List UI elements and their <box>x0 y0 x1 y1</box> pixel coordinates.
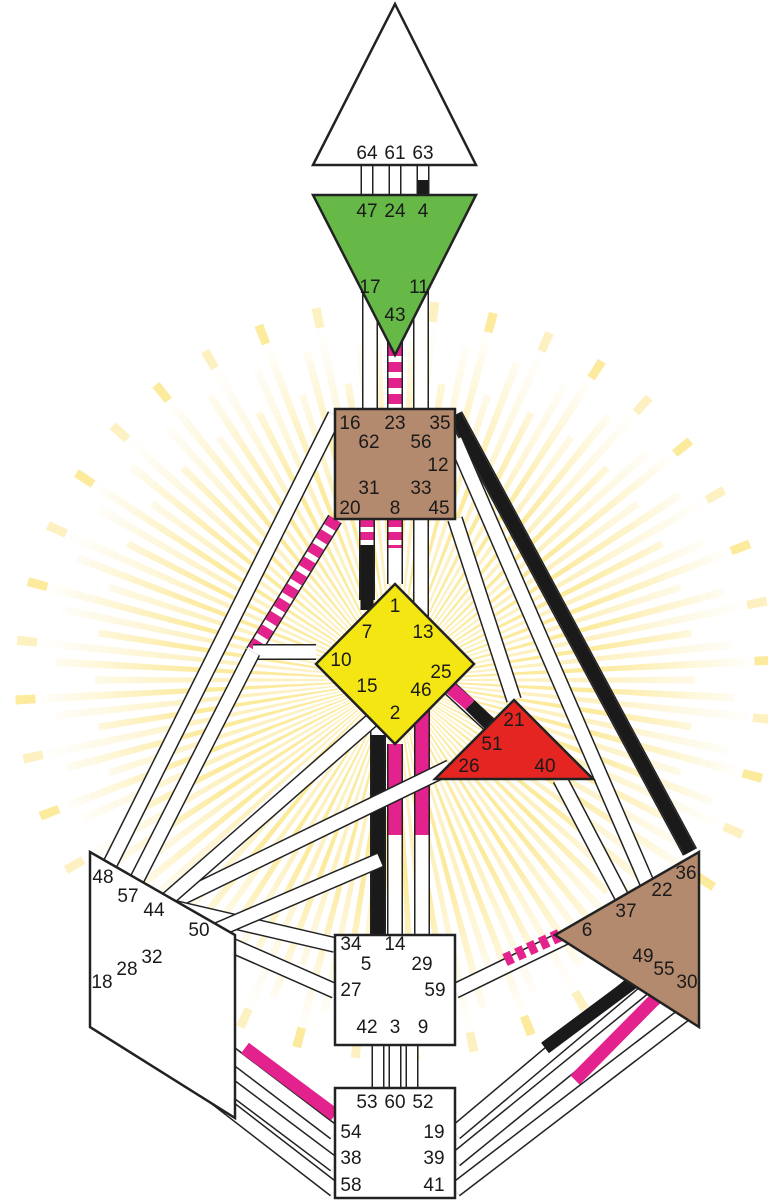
gate-label: 49 <box>632 946 653 967</box>
gate-label: 39 <box>423 1148 444 1169</box>
gate-label: 22 <box>651 880 672 901</box>
gate-label: 56 <box>410 432 431 453</box>
gate-label: 31 <box>358 478 379 499</box>
gate-label: 58 <box>340 1175 361 1196</box>
gate-label: 61 <box>384 143 405 164</box>
gate-label: 7 <box>362 622 373 643</box>
gate-label: 64 <box>356 143 378 164</box>
gate-label: 38 <box>340 1148 361 1169</box>
gate-label: 63 <box>412 143 433 164</box>
gate-label: 47 <box>356 201 377 222</box>
gate-label: 55 <box>653 959 674 980</box>
gate-label: 43 <box>384 305 405 326</box>
gate-label: 4 <box>418 201 429 222</box>
gate-label: 10 <box>330 650 351 671</box>
gate-label: 1 <box>390 596 401 617</box>
gate-label: 60 <box>384 1092 405 1113</box>
gate-label: 5 <box>361 954 372 975</box>
gate-label: 20 <box>339 498 360 519</box>
gate-label: 59 <box>424 980 445 1001</box>
gate-label: 46 <box>410 680 431 701</box>
gate-label: 62 <box>358 432 379 453</box>
gate-label: 30 <box>676 972 697 993</box>
gate-label: 37 <box>615 901 636 922</box>
gate-label: 24 <box>384 201 406 222</box>
gate-label: 12 <box>427 455 448 476</box>
gate-label: 6 <box>582 920 593 941</box>
gate-label: 42 <box>356 1017 377 1038</box>
gate-label: 9 <box>418 1017 429 1038</box>
gate-label: 21 <box>503 710 524 731</box>
gate-label: 41 <box>423 1175 444 1196</box>
gate-label: 3 <box>390 1017 401 1038</box>
gate-label: 35 <box>429 413 450 434</box>
gate-label: 54 <box>340 1122 362 1143</box>
gate-label: 34 <box>340 934 362 955</box>
gate-label: 36 <box>675 863 696 884</box>
gate-label: 50 <box>188 920 209 941</box>
gate-label: 48 <box>92 867 113 888</box>
gate-label: 2 <box>390 703 401 724</box>
gate-label: 15 <box>356 676 377 697</box>
gate-label: 29 <box>411 954 432 975</box>
gate-label: 11 <box>409 277 429 298</box>
gate-label: 23 <box>384 413 405 434</box>
gate-label: 14 <box>384 934 406 955</box>
gate-label: 52 <box>412 1092 433 1113</box>
gate-label: 19 <box>423 1122 444 1143</box>
gate-label: 40 <box>534 756 555 777</box>
gate-label: 53 <box>356 1092 377 1113</box>
gate-label: 26 <box>458 756 479 777</box>
gate-label: 33 <box>410 478 431 499</box>
gate-label: 27 <box>340 980 361 1001</box>
gate-label: 17 <box>359 277 380 298</box>
gate-label: 32 <box>141 947 162 968</box>
gate-label: 25 <box>430 662 451 683</box>
gate-label: 16 <box>339 413 360 434</box>
gate-label: 51 <box>481 734 502 755</box>
gate-label: 28 <box>116 959 137 980</box>
gate-label: 8 <box>390 498 401 519</box>
gate-label: 18 <box>91 972 112 993</box>
gate-label: 57 <box>117 886 138 907</box>
gate-label: 45 <box>428 498 449 519</box>
gate-label: 44 <box>143 900 165 921</box>
gate-label: 13 <box>412 622 433 643</box>
head-center <box>313 4 476 165</box>
